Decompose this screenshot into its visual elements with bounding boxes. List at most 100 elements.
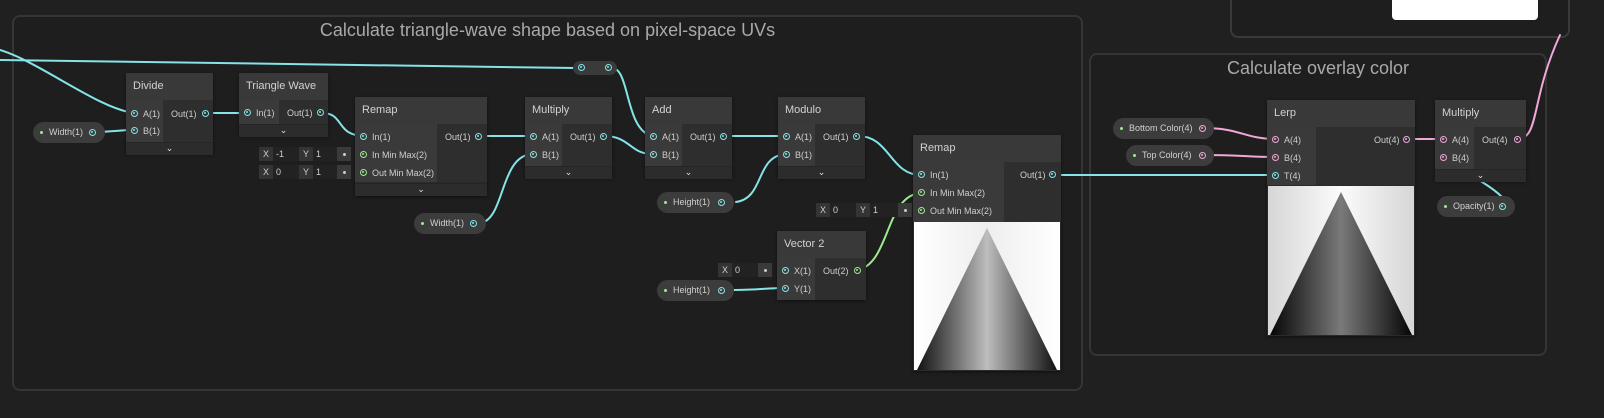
- input-port-in-min-max[interactable]: [360, 151, 367, 158]
- input-port-a[interactable]: [783, 133, 790, 140]
- reroute-node[interactable]: [573, 61, 617, 75]
- property-output-port[interactable]: [1199, 152, 1206, 159]
- input-port-x[interactable]: [782, 267, 789, 274]
- multiply-node[interactable]: Multiply A(1) B(1) Out(1) ⌄: [525, 97, 612, 179]
- input-port-a[interactable]: [530, 133, 537, 140]
- node-title: Modulo: [778, 97, 865, 124]
- output-port[interactable]: [1049, 171, 1056, 178]
- input-port-in-min-max[interactable]: [918, 189, 925, 196]
- node-collapse-bar[interactable]: ⌄: [525, 166, 612, 179]
- input-port-in[interactable]: [360, 133, 367, 140]
- chevron-down-icon[interactable]: ⌄: [417, 184, 425, 194]
- output-port[interactable]: [1514, 136, 1521, 143]
- vector2-x-field[interactable]: X 0: [718, 263, 772, 277]
- input-port-b[interactable]: [1440, 154, 1447, 161]
- wire: [0, 49, 136, 114]
- remap-node[interactable]: Remap In(1) In Min Max(2) Out Min Max(2)…: [913, 135, 1061, 371]
- output-port[interactable]: [853, 133, 860, 140]
- output-port[interactable]: [854, 267, 861, 274]
- field-x-value[interactable]: -1: [273, 147, 299, 161]
- output-port[interactable]: [720, 133, 727, 140]
- property-output-port[interactable]: [718, 287, 725, 294]
- property-height-pill[interactable]: Height(1): [657, 280, 734, 301]
- node-collapse-bar[interactable]: ⌄: [778, 166, 865, 179]
- field-connector[interactable]: [337, 147, 351, 161]
- field-axis-label: X: [259, 147, 273, 161]
- port-label: A(1): [662, 132, 680, 142]
- reroute-input-port[interactable]: [578, 64, 585, 71]
- vector2-node[interactable]: Vector 2 X(1) Y(1) Out(2): [777, 231, 866, 300]
- field-y-value[interactable]: 1: [313, 147, 337, 161]
- modulo-node[interactable]: Modulo A(1) B(1) Out(1) ⌄: [778, 97, 865, 179]
- property-top-color-pill[interactable]: Top Color(4): [1126, 145, 1214, 166]
- remap-node[interactable]: Remap In(1) In Min Max(2) Out Min Max(2)…: [355, 97, 487, 196]
- input-port-b[interactable]: [1272, 154, 1279, 161]
- field-x-value[interactable]: 0: [732, 263, 758, 277]
- node-collapse-bar[interactable]: ⌄: [239, 124, 328, 137]
- input-port-b[interactable]: [783, 151, 790, 158]
- property-opacity-pill[interactable]: Opacity(1): [1437, 196, 1515, 217]
- group-title: Calculate overlay color: [1226, 58, 1410, 78]
- property-width-pill[interactable]: Width(1): [33, 122, 105, 143]
- property-output-port[interactable]: [1499, 203, 1506, 210]
- node-collapse-bar[interactable]: ⌄: [355, 183, 487, 196]
- input-port-y[interactable]: [782, 285, 789, 292]
- wire: [611, 67, 653, 137]
- property-output-port[interactable]: [470, 220, 477, 227]
- divide-node[interactable]: Divide A(1) B(1) Out(1) ⌄: [126, 73, 213, 155]
- chevron-down-icon[interactable]: ⌄: [165, 143, 174, 153]
- field-connector[interactable]: [337, 165, 351, 179]
- output-port[interactable]: [475, 133, 482, 140]
- chevron-down-icon[interactable]: ⌄: [1476, 170, 1485, 180]
- field-connector[interactable]: [758, 263, 772, 277]
- input-port-a[interactable]: [650, 133, 657, 140]
- node-collapse-bar[interactable]: ⌄: [1435, 169, 1526, 182]
- group-title: Calculate triangle-wave shape based on p…: [319, 20, 776, 40]
- remap-out-min-max-field[interactable]: X 0 Y 1: [816, 203, 912, 217]
- reroute-output-port[interactable]: [605, 64, 612, 71]
- field-connector[interactable]: [898, 203, 912, 217]
- wire: [1203, 154, 1277, 158]
- node-collapse-bar[interactable]: ⌄: [645, 166, 732, 179]
- add-node[interactable]: Add A(1) B(1) Out(1) ⌄: [645, 97, 732, 179]
- multiply-node[interactable]: Multiply A(4) B(4) Out(4) ⌄: [1435, 100, 1526, 182]
- input-port-in[interactable]: [918, 171, 925, 178]
- property-bottom-color-pill[interactable]: Bottom Color(4): [1113, 118, 1214, 139]
- property-width-pill[interactable]: Width(1): [414, 213, 486, 234]
- field-y-value[interactable]: 1: [870, 203, 898, 217]
- port-label: Out(1): [445, 132, 471, 142]
- chevron-down-icon[interactable]: ⌄: [279, 125, 288, 135]
- input-port-out-min-max[interactable]: [360, 169, 367, 176]
- input-port-b[interactable]: [650, 151, 657, 158]
- property-output-port[interactable]: [1199, 125, 1206, 132]
- output-port[interactable]: [202, 110, 209, 117]
- chevron-down-icon[interactable]: ⌄: [817, 167, 826, 177]
- remap-out-min-max-field[interactable]: X 0 Y 1: [259, 165, 351, 179]
- field-y-value[interactable]: 1: [313, 165, 337, 179]
- input-port-a[interactable]: [1272, 136, 1279, 143]
- remap-in-min-max-field[interactable]: X -1 Y 1: [259, 147, 351, 161]
- input-port-a[interactable]: [131, 110, 138, 117]
- chevron-down-icon[interactable]: ⌄: [684, 167, 693, 177]
- chevron-down-icon[interactable]: ⌄: [564, 167, 573, 177]
- field-axis-label: Y: [299, 147, 313, 161]
- property-height-pill[interactable]: Height(1): [657, 192, 734, 213]
- output-port[interactable]: [1403, 136, 1410, 143]
- output-port[interactable]: [600, 133, 607, 140]
- field-x-value[interactable]: 0: [273, 165, 299, 179]
- input-port-b[interactable]: [530, 151, 537, 158]
- input-port-in[interactable]: [244, 109, 251, 116]
- triangle-wave-node[interactable]: Triangle Wave In(1) Out(1) ⌄: [239, 73, 328, 137]
- node-inputs: [645, 124, 682, 166]
- property-output-port[interactable]: [718, 199, 725, 206]
- input-port-b[interactable]: [131, 127, 138, 134]
- input-port-t[interactable]: [1272, 172, 1279, 179]
- port-label: Out(1): [287, 108, 313, 118]
- input-port-a[interactable]: [1440, 136, 1447, 143]
- node-collapse-bar[interactable]: ⌄: [126, 142, 213, 155]
- input-port-out-min-max[interactable]: [918, 207, 925, 214]
- field-x-value[interactable]: 0: [830, 203, 856, 217]
- output-port[interactable]: [317, 109, 324, 116]
- lerp-node[interactable]: Lerp A(4) B(4) T(4) Out(4): [1267, 100, 1415, 336]
- property-output-port[interactable]: [89, 129, 96, 136]
